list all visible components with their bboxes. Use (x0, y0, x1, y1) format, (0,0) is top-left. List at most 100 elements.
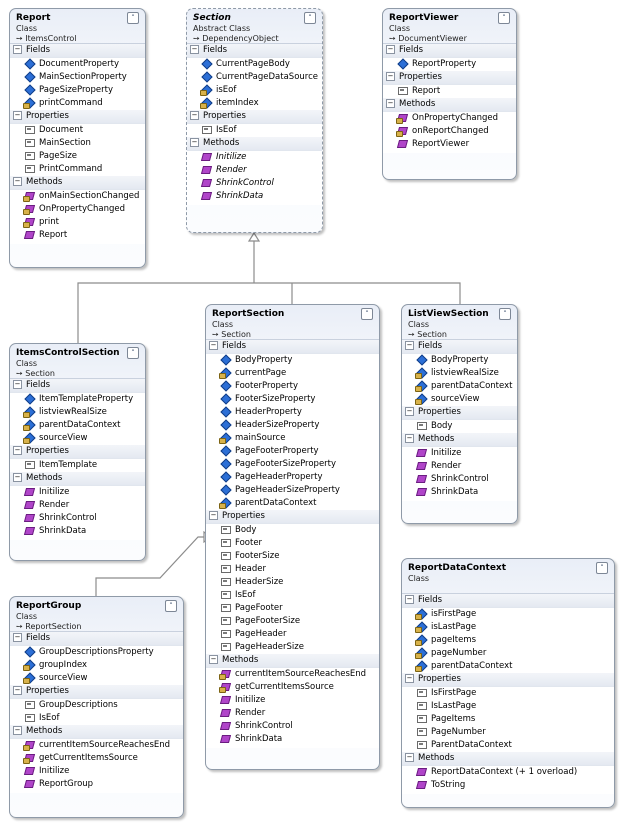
section-fields[interactable]: −Fields (10, 632, 183, 646)
member-field[interactable]: BodyProperty (206, 354, 379, 367)
member-property[interactable]: PrintCommand (10, 163, 145, 176)
section-properties[interactable]: −Properties (206, 510, 379, 524)
double-chevron-up-icon[interactable]: ˄ (304, 12, 316, 24)
member-method[interactable]: Render (402, 460, 517, 473)
member-property[interactable]: PageFooter (206, 602, 379, 615)
collapse-toggle-icon[interactable]: − (405, 341, 414, 350)
section-properties[interactable]: −Properties (10, 685, 183, 699)
collapse-toggle-icon[interactable]: − (13, 446, 22, 455)
member-field[interactable]: parentDataContext (10, 419, 145, 432)
collapse-toggle-icon[interactable]: − (190, 138, 199, 147)
section-fields[interactable]: −Fields (187, 44, 322, 58)
member-property[interactable]: PageHeaderSize (206, 641, 379, 654)
member-field[interactable]: CurrentPageBody (187, 58, 322, 71)
member-method[interactable]: getCurrentItemsSource (206, 681, 379, 694)
member-field[interactable]: parentDataContext (402, 380, 517, 393)
double-chevron-up-icon[interactable]: ˄ (165, 600, 177, 612)
member-property[interactable]: Header (206, 563, 379, 576)
double-chevron-up-icon[interactable]: ˄ (361, 308, 373, 320)
member-method[interactable]: ShrinkControl (187, 177, 322, 190)
member-method[interactable]: ShrinkControl (402, 473, 517, 486)
member-method[interactable]: ReportViewer (383, 138, 516, 151)
collapse-toggle-icon[interactable]: − (13, 380, 22, 389)
member-field[interactable]: listviewRealSize (402, 367, 517, 380)
member-method[interactable]: onReportChanged (383, 125, 516, 138)
section-fields[interactable]: −Fields (206, 340, 379, 354)
member-method[interactable]: Initilize (206, 694, 379, 707)
member-method[interactable]: getCurrentItemsSource (10, 752, 183, 765)
member-field[interactable]: MainSectionProperty (10, 71, 145, 84)
member-property[interactable]: IsEof (206, 589, 379, 602)
double-chevron-up-icon[interactable]: ˄ (596, 562, 608, 574)
double-chevron-up-icon[interactable]: ˄ (127, 12, 139, 24)
member-property[interactable]: IsEof (10, 712, 183, 725)
section-methods[interactable]: −Methods (10, 176, 145, 190)
double-chevron-up-icon[interactable]: ˄ (499, 308, 511, 320)
member-field[interactable]: parentDataContext (206, 497, 379, 510)
collapse-toggle-icon[interactable]: − (386, 99, 395, 108)
member-field[interactable]: parentDataContext (402, 660, 614, 673)
section-properties[interactable]: −Properties (10, 110, 145, 124)
section-properties[interactable]: −Properties (402, 673, 614, 687)
section-methods[interactable]: −Methods (187, 137, 322, 151)
member-field[interactable]: mainSource (206, 432, 379, 445)
collapse-toggle-icon[interactable]: − (13, 45, 22, 54)
member-field[interactable]: pageItems (402, 634, 614, 647)
member-method[interactable]: ShrinkData (187, 190, 322, 203)
member-method[interactable]: ShrinkData (10, 525, 145, 538)
member-field[interactable]: isEof (187, 84, 322, 97)
member-property[interactable]: Body (402, 420, 517, 433)
collapse-toggle-icon[interactable]: − (209, 511, 218, 520)
collapse-toggle-icon[interactable]: − (13, 177, 22, 186)
member-property[interactable]: PageHeader (206, 628, 379, 641)
section-fields[interactable]: −Fields (10, 44, 145, 58)
member-property[interactable]: MainSection (10, 137, 145, 150)
double-chevron-up-icon[interactable]: ˄ (498, 12, 510, 24)
member-field[interactable]: FooterSizeProperty (206, 393, 379, 406)
member-method[interactable]: ShrinkControl (10, 512, 145, 525)
member-field[interactable]: PageHeaderSizeProperty (206, 484, 379, 497)
member-property[interactable]: ItemTemplate (10, 459, 145, 472)
member-field[interactable]: ItemTemplateProperty (10, 393, 145, 406)
member-field[interactable]: PageFooterProperty (206, 445, 379, 458)
member-field[interactable]: sourceView (10, 672, 183, 685)
member-method[interactable]: currentItemSourceReachesEnd (10, 739, 183, 752)
member-method[interactable]: ShrinkControl (206, 720, 379, 733)
member-field[interactable]: sourceView (10, 432, 145, 445)
member-field[interactable]: printCommand (10, 97, 145, 110)
member-method[interactable]: Initilize (402, 447, 517, 460)
member-property[interactable]: PageNumber (402, 726, 614, 739)
section-fields[interactable]: −Fields (10, 379, 145, 393)
member-method[interactable]: Initilize (10, 486, 145, 499)
collapse-toggle-icon[interactable]: − (190, 45, 199, 54)
member-method[interactable]: print (10, 216, 145, 229)
collapse-toggle-icon[interactable]: − (405, 674, 414, 683)
member-field[interactable]: FooterProperty (206, 380, 379, 393)
member-field[interactable]: sourceView (402, 393, 517, 406)
collapse-toggle-icon[interactable]: − (405, 595, 414, 604)
member-property[interactable]: IsEof (187, 124, 322, 137)
member-field[interactable]: ReportProperty (383, 58, 516, 71)
collapse-toggle-icon[interactable]: − (405, 407, 414, 416)
member-method[interactable]: Render (10, 499, 145, 512)
member-field[interactable]: HeaderProperty (206, 406, 379, 419)
member-method[interactable]: OnPropertyChanged (10, 203, 145, 216)
section-methods[interactable]: −Methods (206, 654, 379, 668)
member-property[interactable]: FooterSize (206, 550, 379, 563)
collapse-toggle-icon[interactable]: − (13, 633, 22, 642)
member-field[interactable]: isLastPage (402, 621, 614, 634)
member-property[interactable]: Document (10, 124, 145, 137)
collapse-toggle-icon[interactable]: − (209, 341, 218, 350)
section-fields[interactable]: −Fields (402, 594, 614, 608)
member-field[interactable]: CurrentPageDataSource (187, 71, 322, 84)
member-method[interactable]: Render (187, 164, 322, 177)
section-properties[interactable]: −Properties (402, 406, 517, 420)
member-field[interactable]: HeaderSizeProperty (206, 419, 379, 432)
section-properties[interactable]: −Properties (10, 445, 145, 459)
member-field[interactable]: pageNumber (402, 647, 614, 660)
